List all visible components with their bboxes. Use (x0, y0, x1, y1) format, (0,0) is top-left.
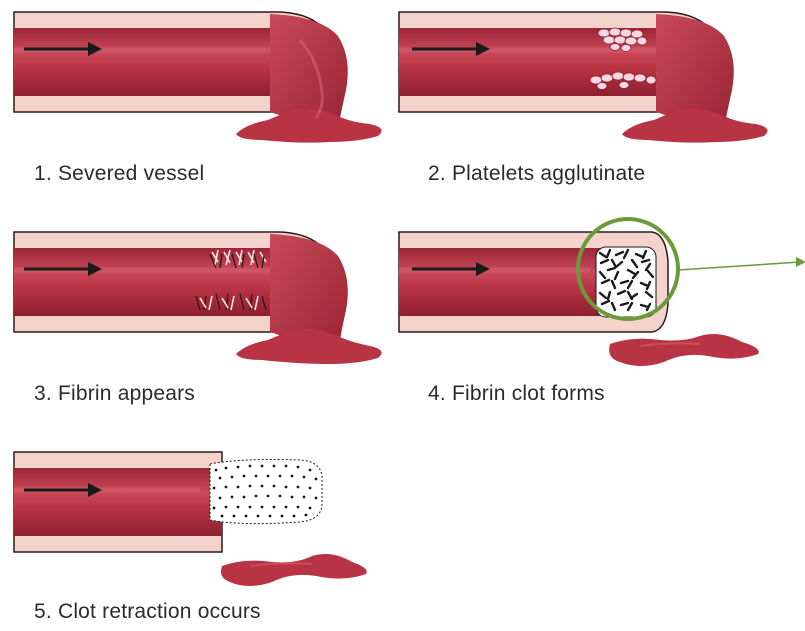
panel-clot-retraction (14, 452, 367, 586)
panel-severed-vessel (14, 12, 382, 143)
panel-fibrin-clot-forms (399, 219, 805, 366)
fibrin-clot (596, 247, 656, 317)
caption-clot-retraction: 5. Clot retraction occurs (34, 600, 261, 624)
caption-fibrin-clot-forms: 4. Fibrin clot forms (428, 382, 605, 406)
panel-platelets-agglutinate (399, 12, 768, 143)
detached-vessel-fragment (221, 554, 367, 586)
caption-platelets-agglutinate: 2. Platelets agglutinate (428, 162, 645, 186)
retracted-clot (210, 460, 322, 524)
detached-vessel-fragment (609, 334, 759, 366)
callout-arrow-icon (678, 257, 805, 270)
vessel-wall (14, 452, 222, 552)
caption-severed-vessel: 1. Severed vessel (34, 162, 204, 186)
caption-fibrin-appears: 3. Fibrin appears (34, 382, 195, 406)
panel-fibrin-appears (14, 232, 382, 364)
